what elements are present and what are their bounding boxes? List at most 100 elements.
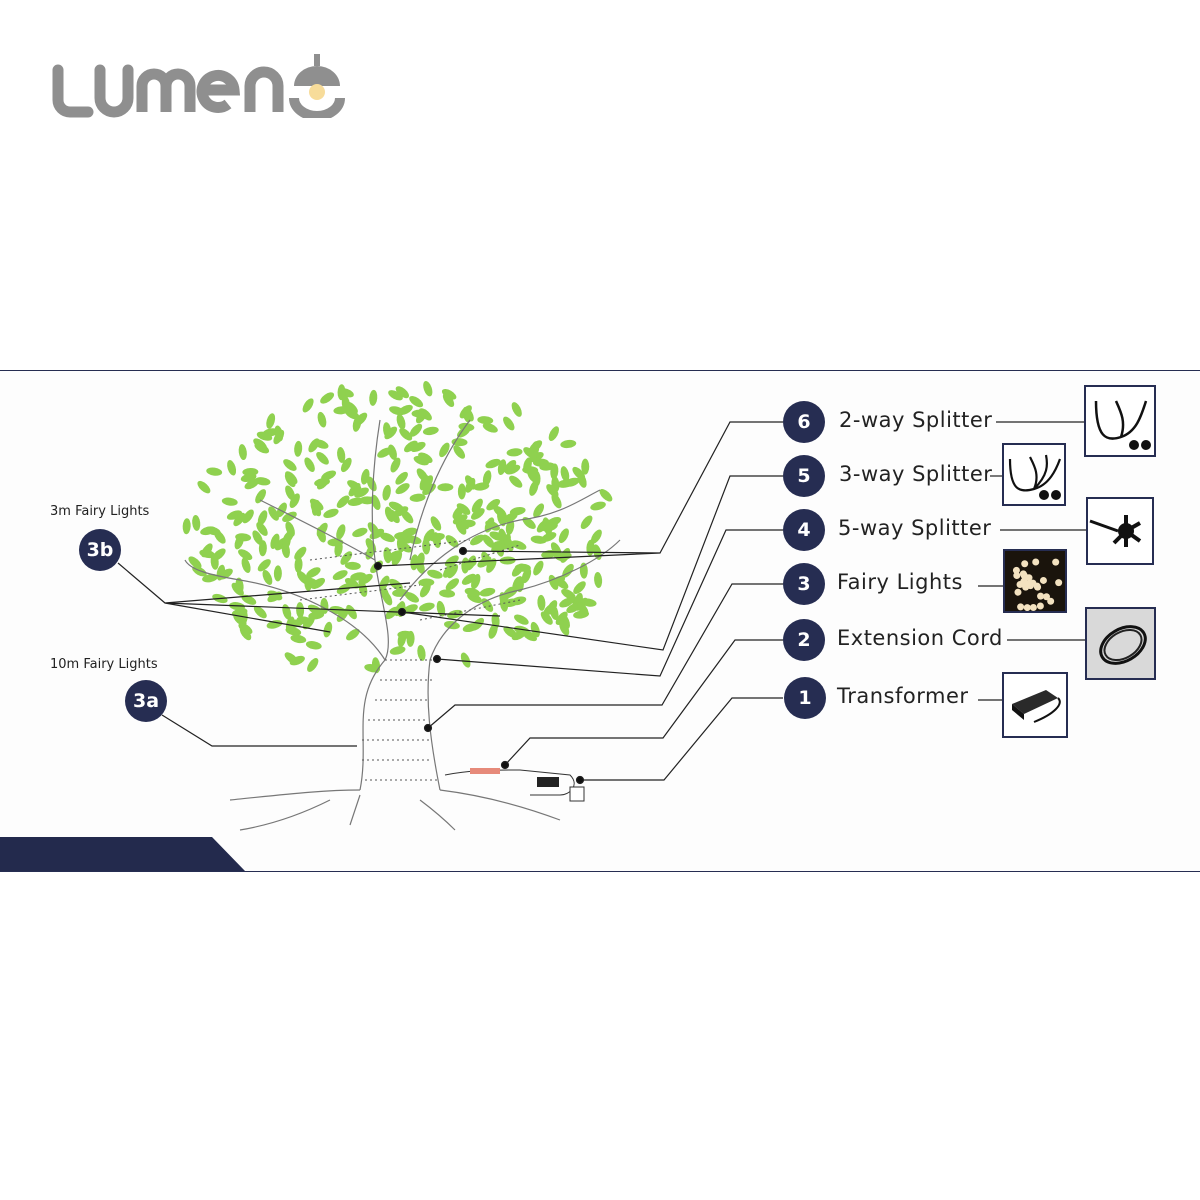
leaf — [410, 441, 426, 453]
leaf — [238, 622, 253, 635]
leaf — [457, 426, 471, 438]
fairy-light-bulb — [1036, 602, 1044, 610]
leaf — [549, 604, 559, 621]
leader-line — [161, 714, 357, 747]
leaf — [509, 475, 523, 488]
leaf — [395, 483, 410, 495]
five-way-splitter-image — [1086, 497, 1154, 565]
leaf — [346, 604, 357, 620]
leaf — [240, 473, 257, 482]
callout-4-badge: 4 — [783, 509, 825, 551]
leaf — [344, 561, 361, 570]
leaf — [388, 509, 400, 524]
leaf — [336, 495, 350, 509]
leaf — [336, 608, 349, 622]
leaf — [385, 606, 399, 620]
leaf — [580, 515, 593, 530]
leaf — [369, 389, 378, 406]
leaf — [253, 605, 267, 619]
callout-6-label: 2-way Splitter — [839, 408, 993, 432]
leaf — [401, 510, 414, 524]
leaf — [282, 511, 297, 522]
leaf — [506, 448, 523, 457]
fairy-light-bulb — [1037, 592, 1045, 600]
callout-4-label: 5-way Splitter — [838, 516, 992, 540]
leaf — [409, 423, 423, 437]
leaf — [462, 406, 472, 423]
leader-line — [117, 562, 501, 633]
panel-footer-accent — [0, 837, 245, 871]
leaf — [347, 480, 362, 491]
leaf — [296, 616, 313, 625]
leaf — [558, 528, 569, 544]
leaf — [266, 620, 283, 629]
leaf — [347, 497, 364, 506]
leaf — [358, 573, 373, 585]
fairy-light-bulb — [1016, 581, 1024, 589]
leaf — [256, 431, 273, 441]
leaf — [252, 530, 263, 545]
leader-line — [504, 639, 783, 766]
leaf — [423, 381, 433, 397]
leaf — [241, 594, 257, 605]
leaf — [395, 471, 408, 485]
leaf — [533, 503, 545, 518]
leaf — [533, 560, 544, 576]
leaf — [482, 534, 495, 548]
leaf — [497, 459, 507, 476]
leaf — [255, 489, 267, 504]
fairy-light-bulb — [1029, 603, 1037, 611]
leaf — [559, 597, 575, 608]
leaf — [294, 546, 307, 560]
leaf — [273, 429, 285, 445]
leaf — [439, 589, 456, 598]
fairy-light-bulb — [1052, 558, 1060, 566]
leaf — [358, 581, 368, 597]
leaf — [499, 592, 509, 608]
callout-3a-caption: 10m Fairy Lights — [50, 657, 158, 672]
leaf — [389, 646, 406, 655]
fairy-light-wrap — [299, 539, 521, 781]
leaf — [254, 477, 271, 486]
three-way-splitter-image — [1002, 443, 1066, 506]
leaf — [302, 398, 314, 413]
transformer-image — [1002, 672, 1068, 738]
leaf — [465, 477, 476, 493]
leaf — [560, 466, 570, 482]
leaf — [511, 402, 522, 417]
leaf — [387, 550, 402, 561]
leaf — [422, 538, 431, 555]
leaf — [429, 533, 445, 542]
leaf — [273, 565, 282, 582]
leaf — [491, 612, 500, 629]
leaf — [397, 541, 413, 553]
leaf — [453, 445, 466, 459]
leaf — [495, 541, 505, 557]
leaf — [258, 540, 267, 557]
leaf — [397, 631, 407, 648]
leaf — [580, 598, 597, 607]
leaf — [332, 570, 348, 581]
leaf — [307, 658, 319, 672]
leaf — [459, 519, 476, 528]
leaf — [390, 457, 401, 473]
leaf — [410, 554, 419, 571]
leaf — [306, 567, 321, 578]
leaf — [557, 479, 573, 488]
leaf — [404, 591, 420, 603]
leaf — [268, 506, 279, 521]
leaf — [481, 598, 494, 612]
leader-line — [377, 421, 783, 567]
leaf — [340, 457, 352, 473]
leaf — [241, 557, 251, 574]
callout-3-badge: 3 — [783, 563, 825, 605]
tree-trunk — [184, 419, 621, 831]
leaf — [352, 527, 368, 538]
leaf — [337, 447, 346, 463]
leader-dot — [458, 546, 468, 556]
leaf — [382, 484, 391, 501]
leaf — [430, 516, 442, 531]
leaf — [238, 444, 247, 461]
leaf — [231, 582, 244, 596]
leaf — [210, 553, 219, 570]
